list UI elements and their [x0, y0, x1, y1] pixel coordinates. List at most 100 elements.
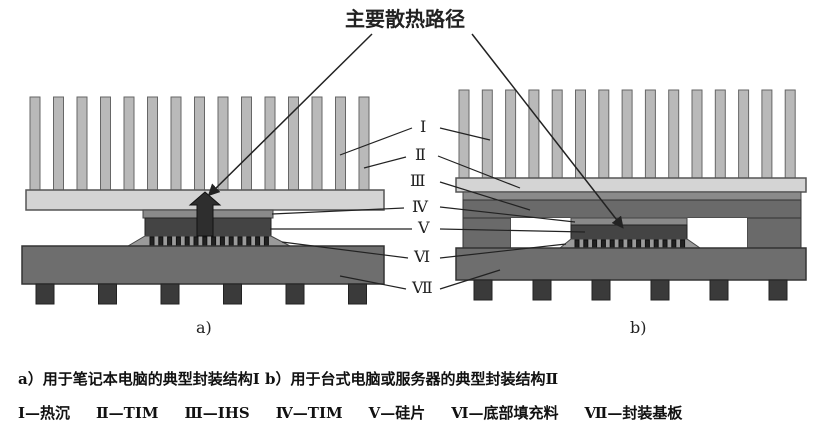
solder-bump	[609, 239, 615, 249]
panel-b-cavity-right	[687, 218, 747, 248]
panel-b-heatsink-fins	[458, 89, 796, 179]
layer-label-5: Ⅴ	[417, 218, 430, 237]
heatsink-fin	[170, 96, 182, 191]
panel-a-heat-path-arrow	[188, 191, 222, 237]
panel-b-heatsink-base	[455, 177, 807, 193]
solder-bump	[193, 236, 199, 247]
solder-bump	[237, 236, 243, 247]
panel-b-die	[570, 224, 688, 240]
heatsink-fin	[668, 89, 680, 179]
callout-leader-b	[471, 33, 624, 229]
legend-item-5: Ⅴ—硅片	[368, 404, 426, 422]
legend-item-2: Ⅱ—TIM	[96, 404, 159, 422]
solder-bump	[662, 239, 668, 249]
solder-bump	[600, 239, 606, 249]
solder-bump	[211, 236, 217, 247]
solder-bump	[175, 236, 181, 247]
solder-bump	[246, 236, 252, 247]
heatsink-fin	[644, 89, 656, 179]
panel-b-substrate	[455, 247, 807, 281]
heatsink-fin	[194, 96, 205, 191]
layer-label-3: Ⅲ	[410, 171, 425, 190]
solder-bump	[149, 236, 155, 247]
panel-b-bottom-balls	[473, 279, 788, 301]
heatsink-fin	[551, 89, 563, 179]
heatsink-fin	[358, 96, 370, 191]
figure-legend: Ⅰ—热沉 Ⅱ—TIM Ⅲ—IHS Ⅳ—TIM Ⅴ—硅片 Ⅵ—底部填充料 Ⅶ—封装基板	[18, 402, 682, 423]
solder-bump	[219, 236, 225, 247]
layer-label-1: Ⅰ	[420, 117, 426, 136]
solder-bump	[671, 239, 677, 249]
heatsink-fin	[123, 96, 135, 191]
bottom-ball	[35, 283, 55, 305]
heatsink-fin	[147, 96, 158, 191]
solder-bump	[627, 239, 633, 249]
solder-bump	[158, 236, 164, 247]
panel-a-heatsink-fins	[29, 96, 370, 191]
figure-caption: a）用于笔记本电脑的典型封装结构Ⅰ b）用于台式电脑或服务器的典型封装结构Ⅱ	[18, 370, 559, 388]
panel-b-ihs-right-wall	[746, 217, 802, 249]
heatsink-fin	[311, 96, 323, 191]
callout-title: 主要散热路径	[345, 7, 465, 31]
solder-bump	[644, 239, 650, 249]
heatsink-fin	[784, 89, 796, 179]
solder-bump	[583, 239, 589, 249]
bottom-ball	[98, 283, 117, 305]
solder-bump	[228, 236, 234, 247]
heat-path-callout: 主要散热路径	[207, 7, 624, 229]
legend-item-3: Ⅲ—IHS	[184, 404, 250, 422]
bottom-ball	[473, 279, 493, 301]
solder-bump	[574, 239, 580, 249]
heatsink-fin	[76, 96, 88, 191]
panel-b-ihs-left-wall	[462, 217, 512, 249]
bottom-ball	[223, 283, 242, 305]
heatsink-fin	[481, 89, 493, 179]
heatsink-fin	[598, 89, 610, 179]
panel-a-substrate	[21, 245, 385, 285]
legend-item-1: Ⅰ—热沉	[18, 404, 71, 422]
legend-item-6: Ⅵ—底部填充料	[451, 404, 559, 422]
callout-leader-a	[207, 33, 373, 197]
heatsink-fin	[264, 96, 276, 191]
heatsink-fin	[691, 89, 703, 179]
bottom-ball	[650, 279, 670, 301]
package-structure-diagram: a) b) 主要散热路径 Ⅰ Ⅱ Ⅲ Ⅳ	[21, 7, 807, 337]
solder-bump	[618, 239, 624, 249]
heatsink-fin	[575, 89, 586, 179]
solder-bump	[202, 236, 208, 247]
solder-bump	[167, 236, 173, 247]
solder-bump	[255, 236, 261, 247]
layer-label-2: Ⅱ	[415, 145, 426, 164]
bottom-ball	[348, 283, 367, 305]
heatsink-fin	[761, 89, 773, 179]
panel-b-tim-upper	[462, 191, 802, 201]
solder-bump	[653, 239, 659, 249]
legend-item-4: Ⅳ—TIM	[275, 404, 343, 422]
panel-b: b)	[455, 89, 807, 337]
heatsink-fin	[738, 89, 750, 179]
panel-b-tim-lower	[570, 217, 688, 226]
bottom-ball	[591, 279, 611, 301]
bottom-ball	[709, 279, 729, 301]
panel-b-cavity-left	[511, 218, 571, 248]
bottom-ball	[768, 279, 788, 301]
bottom-ball	[160, 283, 180, 305]
solder-bump	[636, 239, 642, 249]
label-leader-lines	[270, 127, 586, 290]
heatsink-fin	[53, 96, 64, 191]
layer-label-6: Ⅵ	[413, 247, 430, 266]
heatsink-fin	[621, 89, 633, 179]
solder-bump	[263, 236, 269, 247]
heatsink-fin	[217, 96, 229, 191]
panel-a-label: a)	[196, 318, 212, 337]
layer-labels: Ⅰ Ⅱ Ⅲ Ⅳ Ⅴ Ⅵ Ⅶ	[410, 117, 433, 297]
solder-bump	[680, 239, 686, 249]
heatsink-fin	[714, 89, 726, 179]
panel-a: a)	[21, 96, 385, 337]
bottom-ball	[532, 279, 552, 301]
legend-item-7: Ⅶ—封装基板	[584, 404, 683, 422]
heatsink-fin	[335, 96, 346, 191]
solder-bump	[184, 236, 190, 247]
heatsink-fin	[505, 89, 517, 179]
panel-b-label: b)	[630, 318, 646, 337]
